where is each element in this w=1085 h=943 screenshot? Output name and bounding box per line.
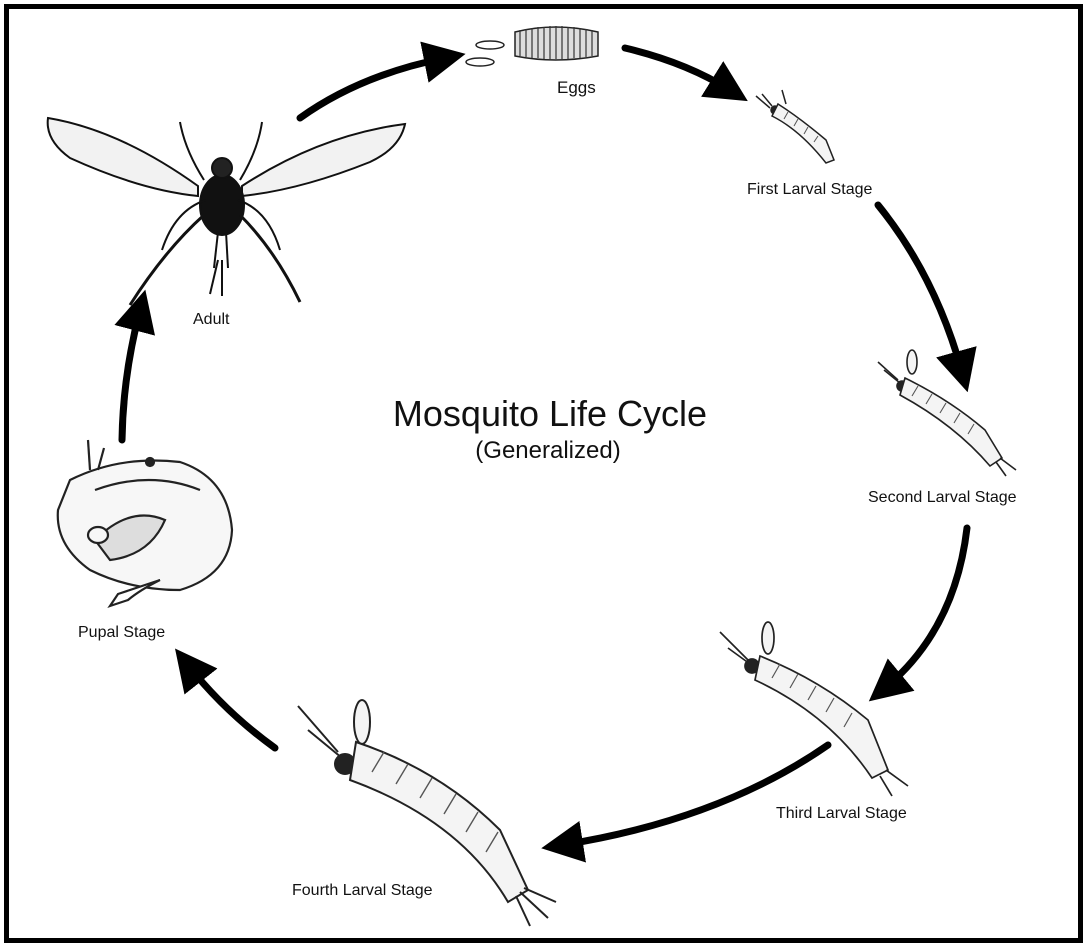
arrow-fourth-to-pupal: [188, 665, 275, 748]
egg-raft-icon: [466, 26, 598, 66]
diagram-subtitle: (Generalized): [475, 437, 620, 464]
diagram-title: Mosquito Life Cycle: [393, 393, 707, 434]
adult-mosquito-icon: [48, 118, 405, 305]
second-larva-icon: [878, 350, 1016, 476]
label-adult: Adult: [193, 311, 230, 328]
pupa-icon: [58, 440, 232, 606]
arrow-first-to-second: [878, 205, 962, 372]
arrow-second-to-third: [885, 528, 967, 688]
first-larva-icon: [756, 90, 834, 163]
label-first-larval-stage: First Larval Stage: [747, 181, 872, 198]
arrow-eggs-to-first: [625, 48, 730, 90]
third-larva-icon: [720, 622, 908, 796]
label-third-larval-stage: Third Larval Stage: [776, 805, 907, 822]
arrow-third-to-fourth: [562, 745, 828, 845]
label-pupal-stage: Pupal Stage: [78, 624, 165, 641]
arrow-adult-to-eggs: [300, 58, 445, 118]
label-second-larval-stage: Second Larval Stage: [868, 489, 1017, 506]
label-fourth-larval-stage: Fourth Larval Stage: [292, 882, 433, 899]
label-eggs: Eggs: [557, 78, 596, 97]
arrow-pupal-to-adult: [122, 310, 140, 440]
